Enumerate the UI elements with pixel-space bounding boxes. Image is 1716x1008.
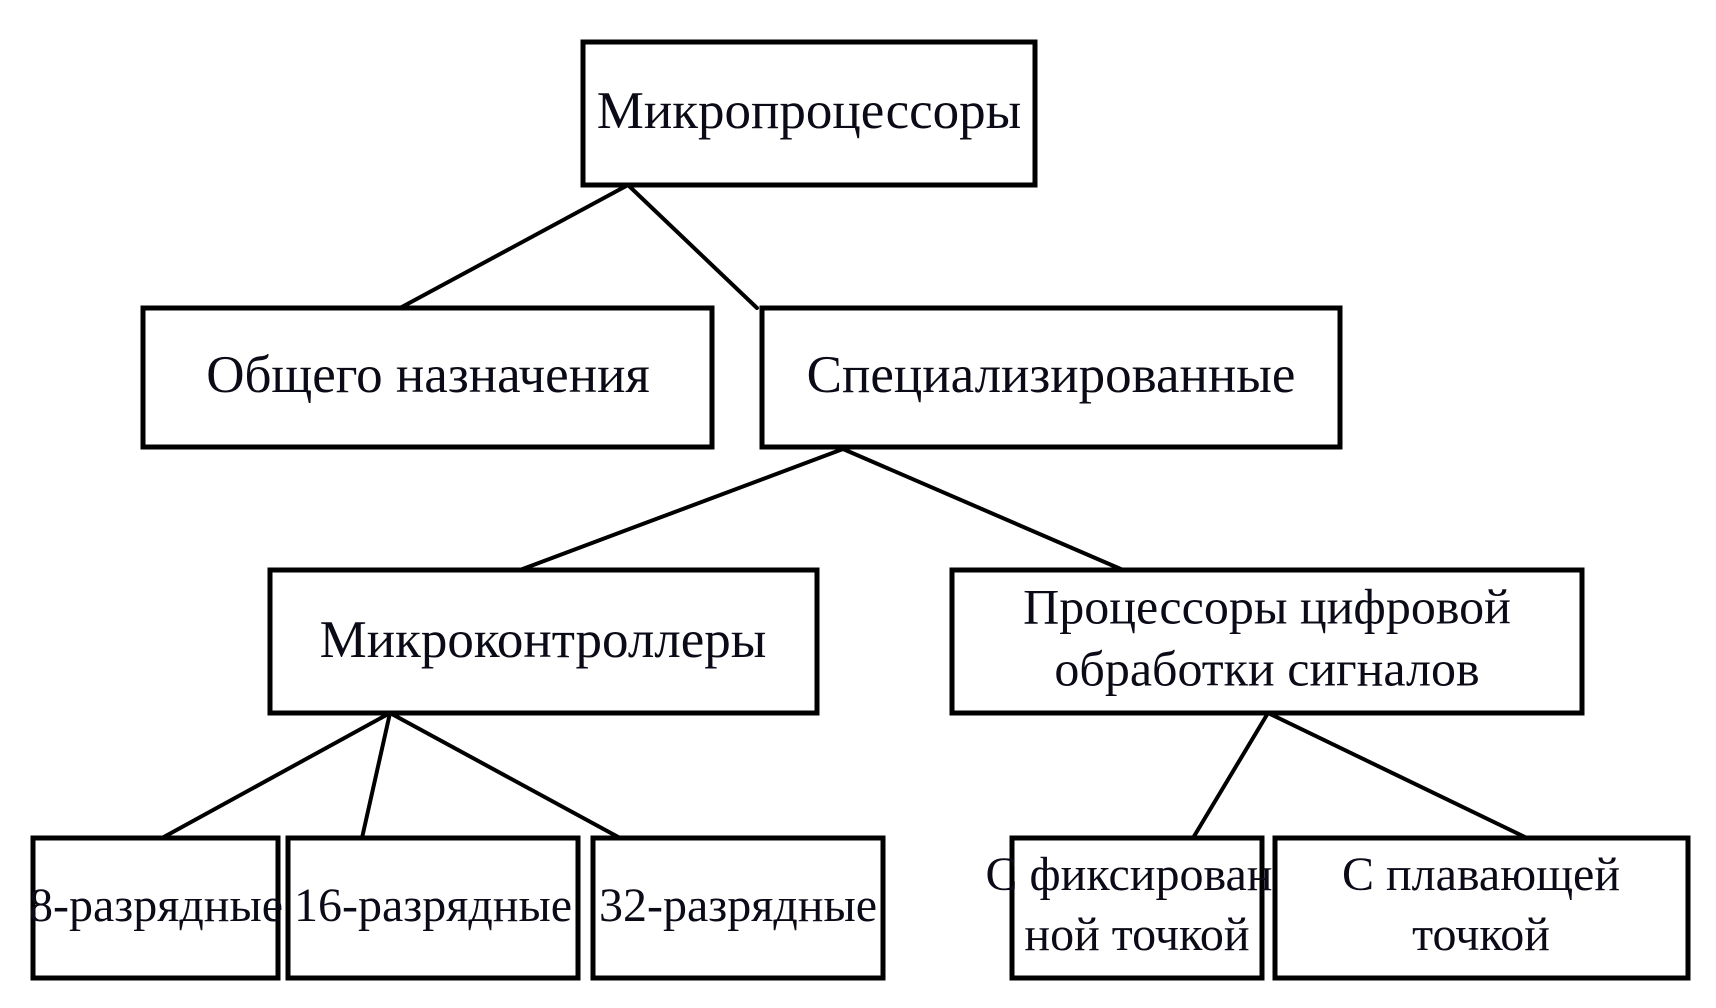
node-dsp-label-line1: Процессоры цифровой [1023,578,1511,634]
edge-microcontrollers-to-8bit [160,711,392,840]
node-fixed-point[interactable]: С фиксирован- ной точкой [986,835,1289,981]
edge-root-to-specialized [626,183,759,310]
node-dsp[interactable]: Процессоры цифровой обработки сигналов [949,567,1585,716]
node-dsp-box[interactable] [949,567,1585,716]
node-fixed-point-box[interactable] [1009,835,1265,981]
node-general-purpose-label: Общего назначения [206,346,650,404]
node-floating-point-label-line1: С плавающей [1342,848,1620,901]
node-microcontrollers[interactable]: Микроконтроллеры [267,567,820,716]
node-root-label: Микропроцессоры [597,82,1021,140]
node-microcontrollers-box[interactable] [267,567,820,716]
node-specialized[interactable]: Специализированные [759,305,1343,450]
node-mcu-16bit-label: 16-разрядные [294,879,572,932]
node-mcu-32bit-box[interactable] [590,835,886,981]
node-mcu-32bit-label: 32-разрядные [599,879,877,932]
node-general-purpose[interactable]: Общего назначения [140,305,715,450]
connector-group [160,183,1529,840]
node-specialized-label: Специализированные [807,346,1296,404]
node-mcu-32bit[interactable]: 32-разрядные [590,835,886,981]
edge-dsp-to-fixed-point [1191,711,1270,840]
node-floating-point-label-line2: точкой [1412,908,1550,961]
node-mcu-8bit[interactable]: 8-разрядные [29,835,283,981]
node-general-purpose-box[interactable] [140,305,715,450]
node-floating-point-box[interactable] [1272,835,1691,981]
edge-specialized-to-dsp [841,447,1125,572]
edge-specialized-to-microcontrollers [518,447,845,572]
node-mcu-16bit[interactable]: 16-разрядные [285,835,581,981]
node-mcu-8bit-label: 8-разрядные [29,879,283,932]
node-root-box[interactable] [580,39,1038,188]
edge-dsp-to-floating-point [1266,711,1529,840]
node-dsp-label-line2: обработки сигналов [1054,640,1479,696]
node-root[interactable]: Микропроцессоры [580,39,1038,188]
node-fixed-point-label-line2: ной точкой [1024,908,1249,961]
node-fixed-point-label-line1: С фиксирован- [986,848,1289,901]
node-microcontrollers-label: Микроконтроллеры [320,611,767,669]
node-floating-point[interactable]: С плавающей точкой [1272,835,1691,981]
node-mcu-16bit-box[interactable] [285,835,581,981]
edge-microcontrollers-to-16bit [360,711,392,840]
node-specialized-box[interactable] [759,305,1343,450]
node-mcu-8bit-box[interactable] [30,835,281,981]
edge-microcontrollers-to-32bit [388,711,622,840]
edge-root-to-general-purpose [398,183,630,310]
